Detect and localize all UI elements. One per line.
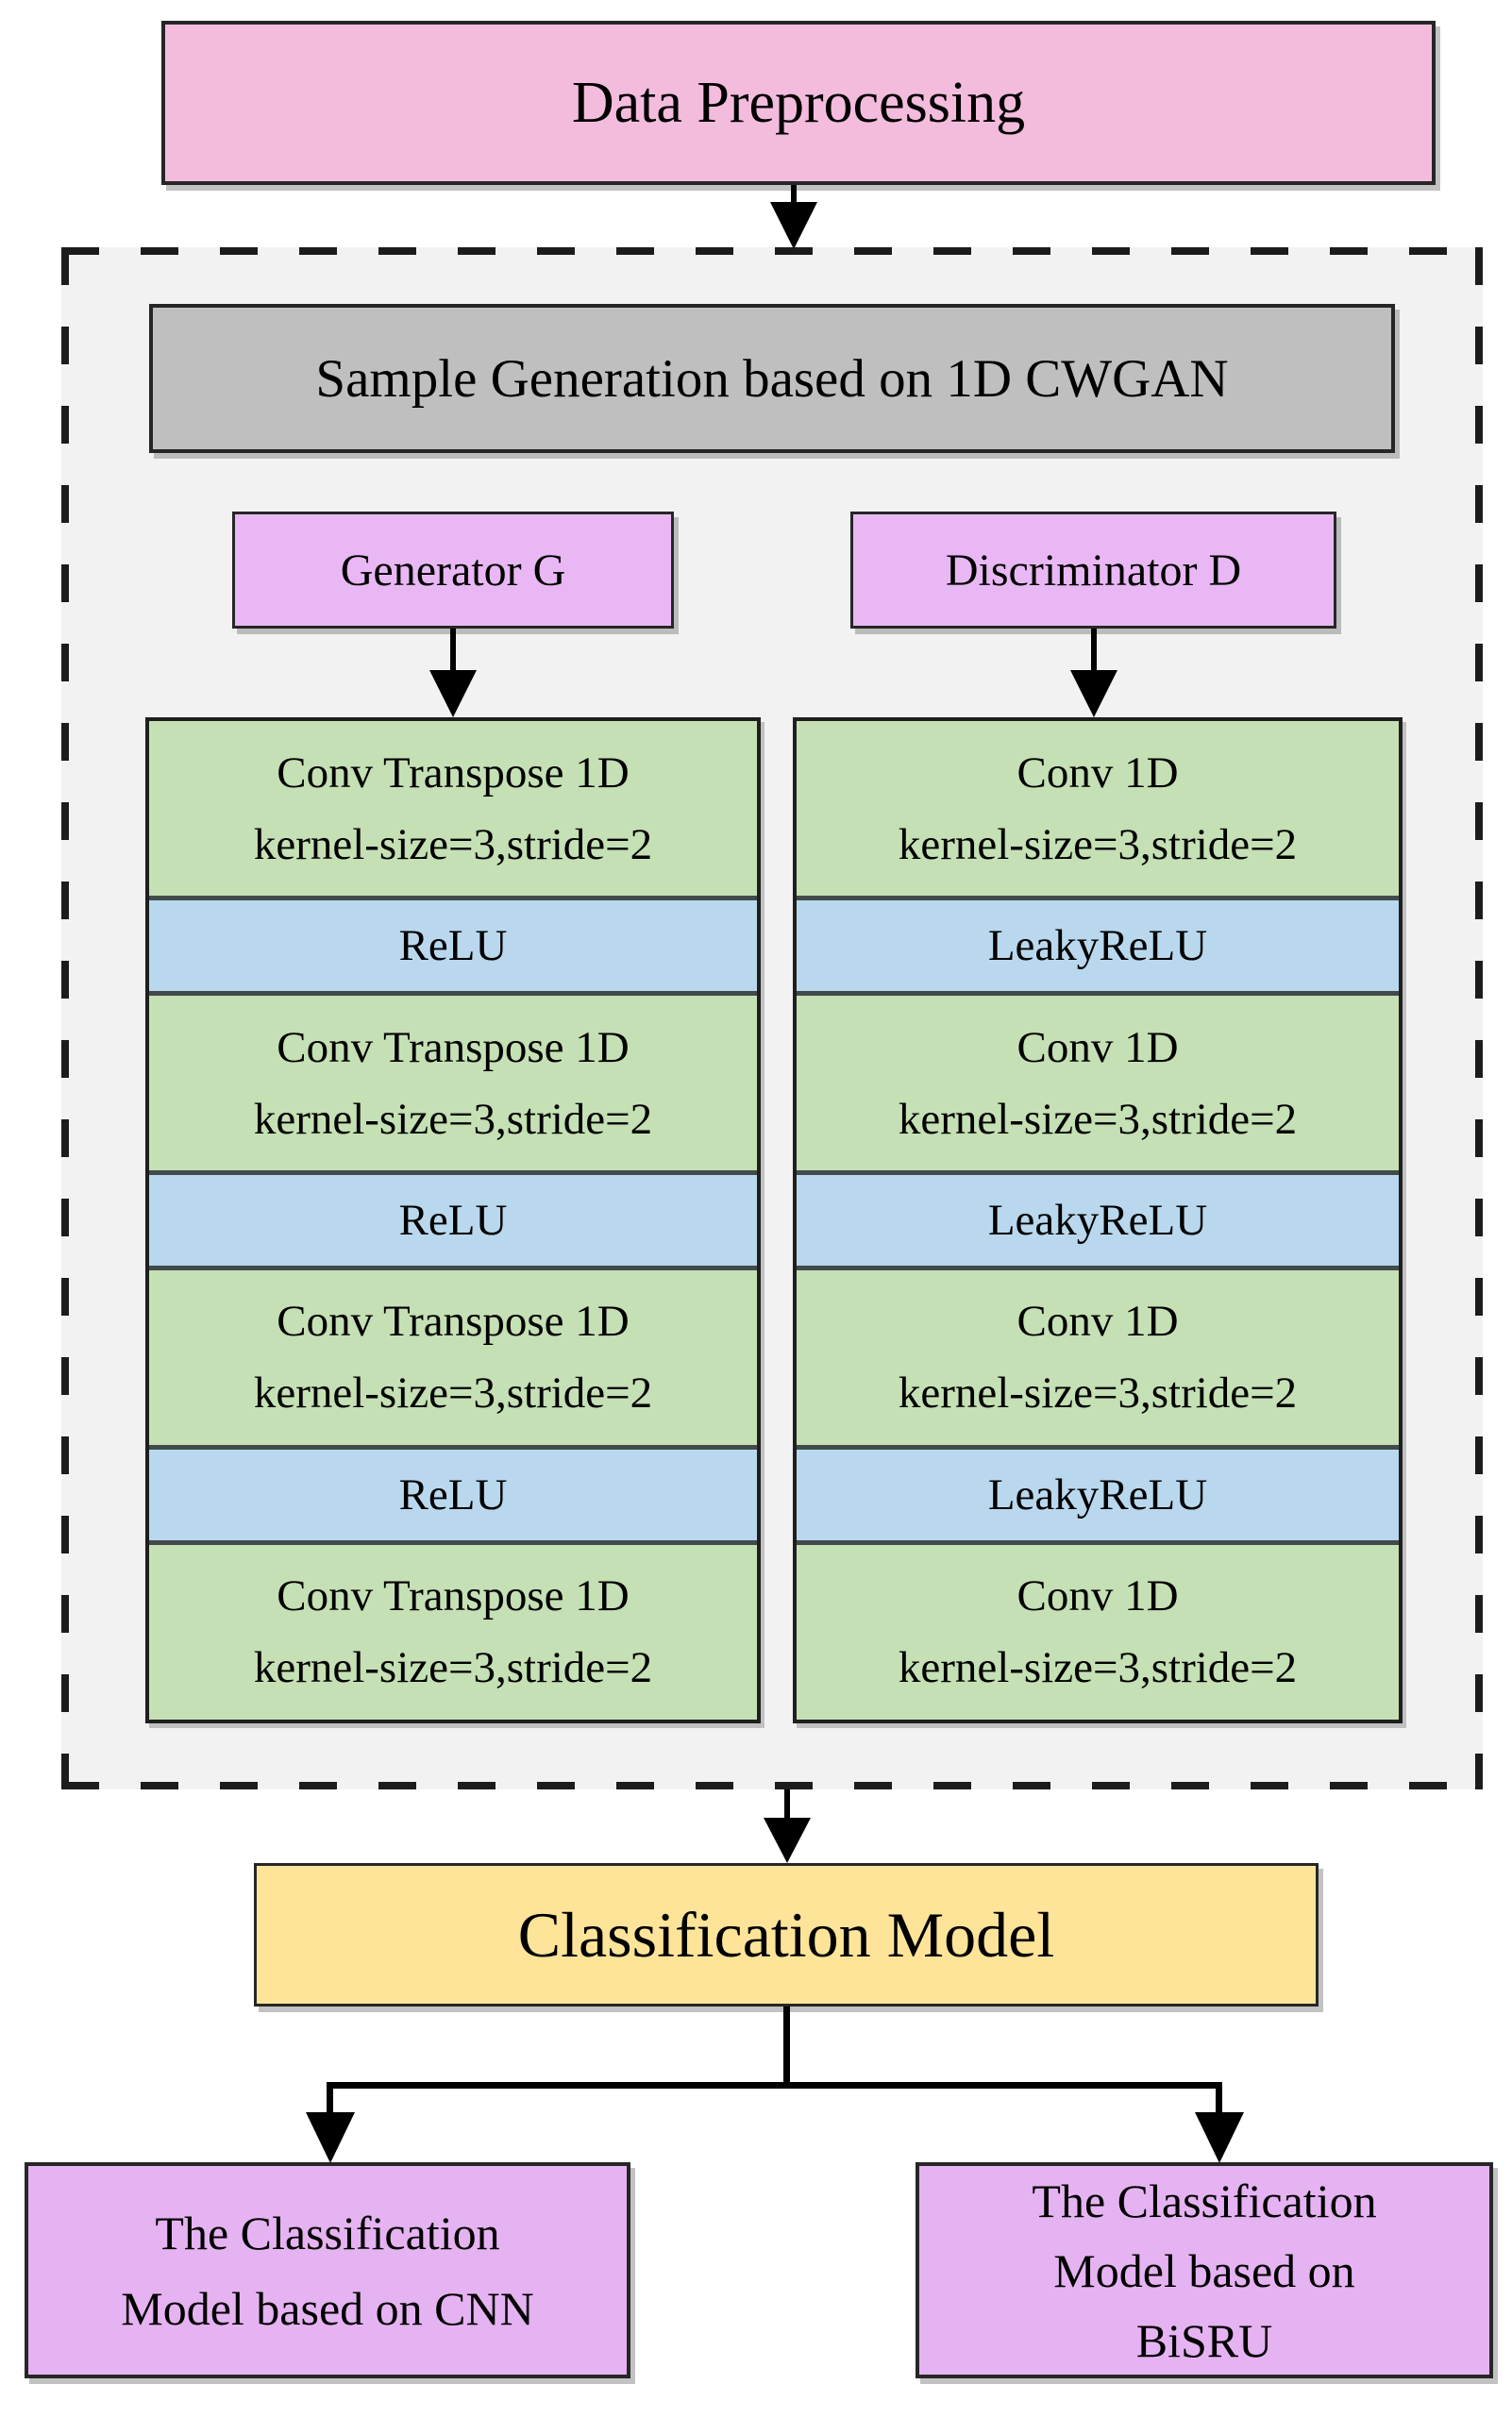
layer-params: kernel-size=3,stride=2 (253, 1643, 653, 1693)
layer-params: kernel-size=3,stride=2 (898, 1094, 1298, 1144)
bisru-model-label-line2: Model based on (1053, 2243, 1355, 2297)
layer-name: LeakyReLU (987, 1195, 1208, 1245)
branch-connector-right-drop (1216, 2082, 1222, 2118)
arrow-preprocessing-stem (791, 185, 797, 206)
layer-params: kernel-size=3,stride=2 (898, 1643, 1298, 1693)
discriminator-layer-row: Conv 1D kernel-size=3,stride=2 (797, 1539, 1399, 1720)
gan-panel-border-left (61, 247, 69, 1789)
classification-model-label: Classification Model (517, 1898, 1055, 1971)
gan-panel-border-bottom (61, 1782, 1483, 1789)
arrow-discriminator-stem (1091, 629, 1097, 674)
bisru-model-label-line1: The Classification (1032, 2174, 1377, 2227)
layer-name: LeakyReLU (987, 1469, 1208, 1520)
layer-name: Conv Transpose 1D (277, 1297, 630, 1347)
generator-layer-row: Conv Transpose 1D kernel-size=3,stride=2 (149, 1539, 757, 1720)
discriminator-layer-row: Conv 1D kernel-size=3,stride=2 (797, 1265, 1399, 1446)
bisru-model-box: The Classification Model based on BiSRU (916, 2162, 1493, 2378)
cnn-model-box: The Classification Model based on CNN (25, 2162, 630, 2378)
arrow-preprocessing-head-icon (770, 202, 817, 249)
layer-name: Conv Transpose 1D (277, 1571, 630, 1621)
arrow-branch-right-head-icon (1195, 2112, 1244, 2163)
generator-layer-row: Conv Transpose 1D kernel-size=3,stride=2 (149, 721, 757, 897)
generator-header-label: Generator G (340, 545, 566, 596)
generator-layer-row: ReLU (149, 1445, 757, 1540)
cnn-model-label-line2: Model based on CNN (121, 2281, 534, 2335)
discriminator-layer-stack: Conv 1D kernel-size=3,stride=2 LeakyReLU… (793, 717, 1403, 1723)
gan-panel-border-right (1475, 247, 1483, 1789)
arrow-generator-stem (450, 629, 456, 674)
layer-params: kernel-size=3,stride=2 (898, 819, 1298, 869)
discriminator-header-box: Discriminator D (850, 512, 1336, 629)
discriminator-layer-row: LeakyReLU (797, 1445, 1399, 1540)
discriminator-layer-row: Conv 1D kernel-size=3,stride=2 (797, 721, 1399, 897)
classification-model-box: Classification Model (254, 1863, 1319, 2007)
arrow-panel-to-classification-head-icon (764, 1818, 811, 1863)
layer-name: Conv Transpose 1D (277, 747, 630, 798)
layer-params: kernel-size=3,stride=2 (253, 819, 653, 869)
layer-name: Conv 1D (1016, 1571, 1179, 1621)
layer-name: Conv 1D (1016, 1022, 1179, 1072)
arrow-generator-head-icon (429, 670, 477, 717)
layer-params: kernel-size=3,stride=2 (253, 1094, 653, 1144)
bisru-model-label-line3: BiSRU (1135, 2313, 1273, 2367)
layer-params: kernel-size=3,stride=2 (898, 1369, 1298, 1419)
discriminator-layer-row: LeakyReLU (797, 1170, 1399, 1266)
cnn-model-label-line1: The Classification (155, 2206, 500, 2259)
discriminator-layer-row: Conv 1D kernel-size=3,stride=2 (797, 990, 1399, 1171)
sample-generation-title-box: Sample Generation based on 1D CWGAN (149, 304, 1395, 453)
generator-layer-row: ReLU (149, 896, 757, 991)
discriminator-header-label: Discriminator D (945, 545, 1242, 596)
branch-connector-left-drop (327, 2082, 333, 2118)
layer-name: LeakyReLU (987, 921, 1208, 971)
generator-layer-row: Conv Transpose 1D kernel-size=3,stride=2 (149, 1265, 757, 1446)
generator-layer-stack: Conv Transpose 1D kernel-size=3,stride=2… (145, 717, 761, 1723)
data-preprocessing-box: Data Preprocessing (161, 21, 1436, 185)
layer-name: ReLU (398, 1195, 508, 1245)
discriminator-layer-row: LeakyReLU (797, 896, 1399, 991)
arrow-discriminator-head-icon (1070, 670, 1117, 717)
generator-layer-row: ReLU (149, 1170, 757, 1266)
layer-name: ReLU (398, 921, 508, 971)
arrow-panel-to-classification-stem (784, 1789, 790, 1822)
branch-connector-stem (783, 2007, 790, 2089)
sample-generation-title: Sample Generation based on 1D CWGAN (315, 348, 1229, 409)
gan-panel-border-top (61, 247, 1483, 255)
layer-name: Conv 1D (1016, 1297, 1179, 1347)
branch-connector-bar (327, 2082, 1222, 2089)
layer-name: Conv Transpose 1D (277, 1022, 630, 1072)
layer-name: ReLU (398, 1469, 508, 1520)
layer-name: Conv 1D (1016, 747, 1179, 798)
generator-layer-row: Conv Transpose 1D kernel-size=3,stride=2 (149, 990, 757, 1171)
generator-header-box: Generator G (232, 512, 674, 629)
arrow-branch-left-head-icon (306, 2112, 355, 2163)
layer-params: kernel-size=3,stride=2 (253, 1369, 653, 1419)
data-preprocessing-label: Data Preprocessing (571, 70, 1026, 135)
